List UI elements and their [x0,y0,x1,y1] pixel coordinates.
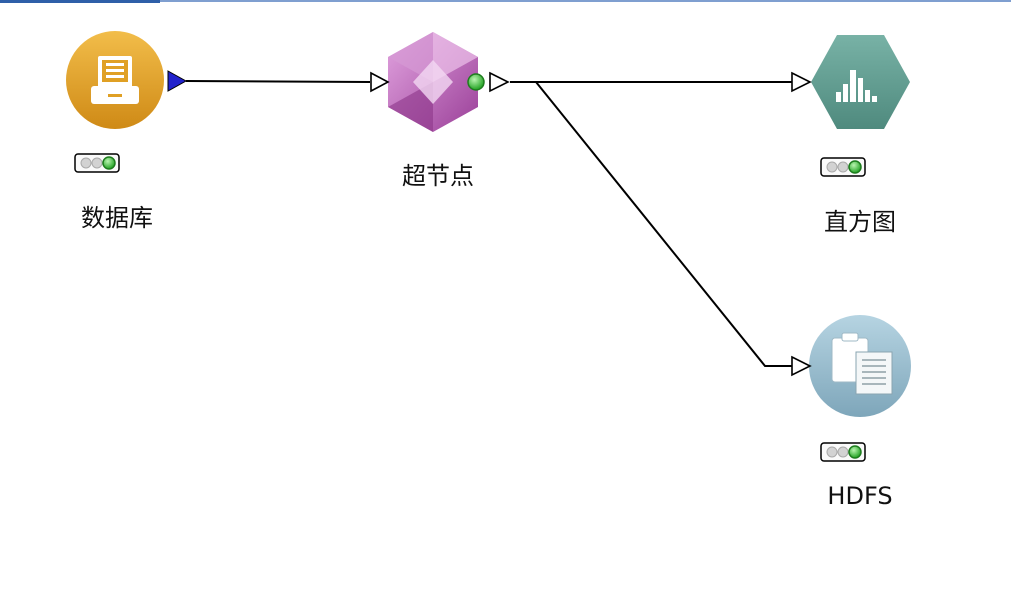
hdfs-document-icon [831,332,893,395]
hdfs-node[interactable] [791,315,911,417]
connector-database-to-supernode[interactable] [185,80,371,83]
histogram-node-label: 直方图 [824,208,896,236]
supernode-node-label: 超节点 [402,162,474,190]
database-status-indicator [74,153,120,173]
database-output-port[interactable] [167,70,188,92]
histogram-input-port[interactable] [791,71,812,93]
supernode-hexagon-icon [388,32,478,132]
connector-supernode-to-hdfs[interactable] [535,81,792,367]
supernode-status-icon [467,73,485,91]
histogram-icon [836,70,877,102]
database-node[interactable] [66,31,188,129]
supernode-node[interactable] [370,32,510,132]
histogram-status-indicator [820,157,866,177]
database-tray-icon [91,56,139,104]
canvas-top-border [0,0,1011,2]
hdfs-status-indicator [820,442,866,462]
supernode-input-port[interactable] [370,71,390,93]
histogram-node[interactable] [791,35,910,129]
hdfs-node-label: HDFS [827,482,893,510]
hdfs-input-port[interactable] [791,355,812,377]
database-node-label: 数据库 [81,204,153,232]
supernode-output-port[interactable] [489,71,510,93]
active-tab-indicator [0,0,160,3]
